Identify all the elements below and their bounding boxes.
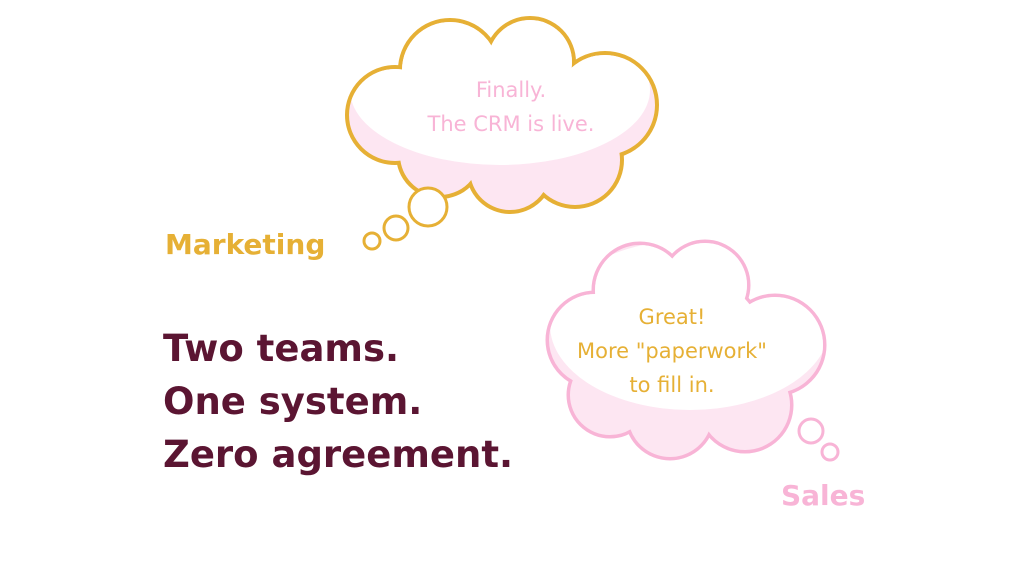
headline-line: One system. <box>163 380 423 423</box>
sales-thought-text: Great! More "paperwork" to fill in. <box>562 300 782 402</box>
thought-line: More "paperwork" <box>577 339 767 363</box>
thought-line: to fill in. <box>629 373 715 397</box>
sales-label: Sales <box>781 479 866 512</box>
headline-line: Zero agreement. <box>163 433 514 476</box>
marketing-thought-text: Finally. The CRM is live. <box>411 73 611 141</box>
headline-line: Two teams. <box>163 327 400 370</box>
thought-line: Great! <box>638 305 706 329</box>
thought-line: Finally. <box>475 78 547 102</box>
sales-thought-cloud <box>545 239 840 462</box>
marketing-label: Marketing <box>165 228 326 261</box>
marketing-thought-cloud <box>345 16 659 251</box>
thought-line: The CRM is live. <box>427 112 595 136</box>
headline: Two teams. One system. Zero agreement. <box>163 322 513 481</box>
